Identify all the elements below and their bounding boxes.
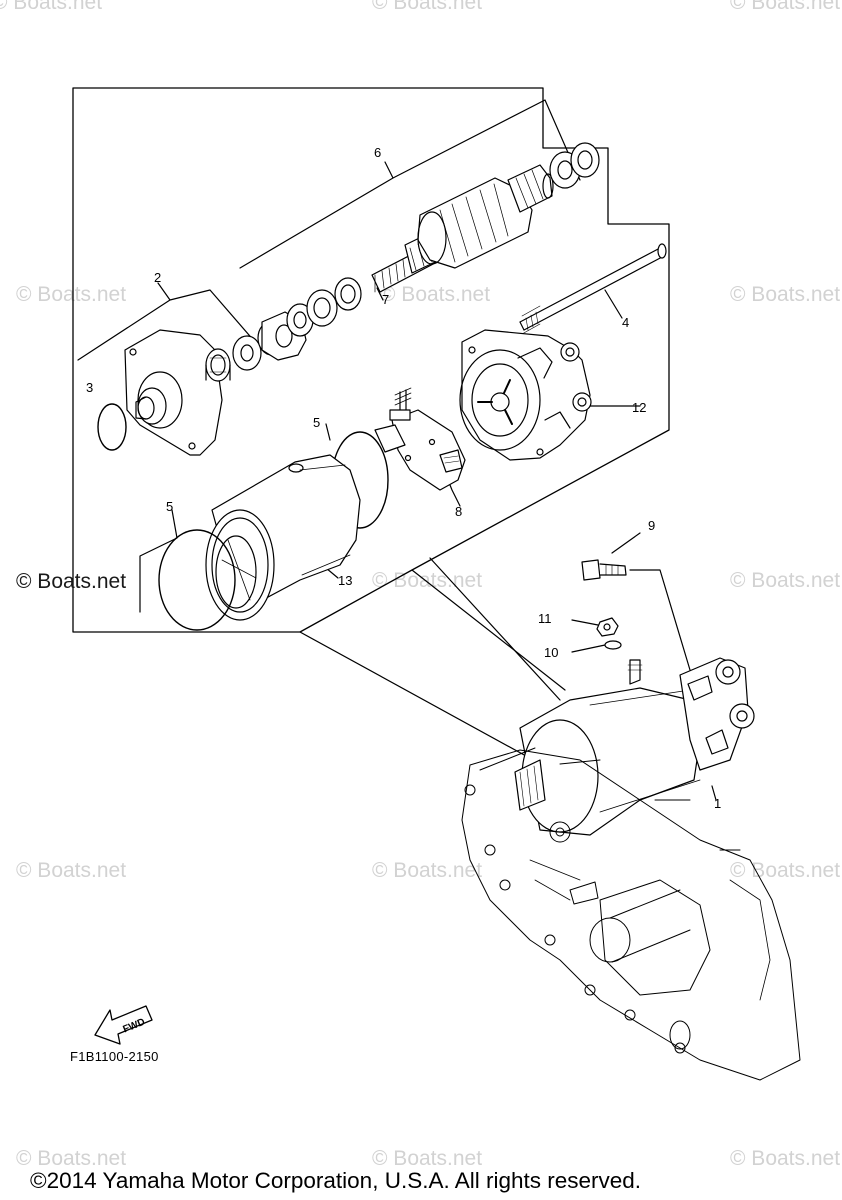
yoke bbox=[205, 454, 361, 621]
leader-11 bbox=[571, 619, 599, 626]
leader-1 bbox=[711, 785, 717, 801]
leader-5a bbox=[325, 423, 331, 441]
watermark: © Boats.net bbox=[372, 569, 483, 592]
leader-5b bbox=[139, 509, 178, 613]
washer bbox=[334, 277, 362, 311]
callout-5-upper: 5 bbox=[313, 415, 321, 430]
watermark: © Boats.net bbox=[0, 0, 103, 14]
callout-3: 3 bbox=[86, 380, 94, 395]
copyright-notice: ©2014 Yamaha Motor Corporation, U.S.A. A… bbox=[30, 1168, 642, 1193]
callout-10: 10 bbox=[544, 645, 559, 660]
leader-box-pointer bbox=[411, 569, 566, 691]
leader-10 bbox=[571, 644, 606, 653]
rear-cover bbox=[459, 329, 592, 461]
callout-1: 1 bbox=[714, 796, 722, 811]
o-ring-3 bbox=[97, 403, 127, 451]
callout-2: 2 bbox=[154, 270, 162, 285]
callout-12: 12 bbox=[632, 400, 647, 415]
watermark-strong: © Boats.net bbox=[16, 570, 127, 593]
washer bbox=[306, 289, 338, 327]
watermark: © Boats.net bbox=[372, 859, 483, 882]
callout-11: 11 bbox=[538, 611, 552, 626]
callout-6: 6 bbox=[374, 145, 382, 160]
washer bbox=[232, 335, 262, 371]
nut-11 bbox=[596, 617, 619, 637]
engine-case bbox=[461, 747, 801, 1081]
watermark: © Boats.net bbox=[380, 283, 491, 306]
through-bolt bbox=[519, 243, 667, 335]
callout-5-lower: 5 bbox=[166, 499, 174, 514]
fwd-arrow-icon bbox=[94, 1005, 153, 1045]
armature bbox=[371, 164, 554, 293]
watermark: © Boats.net bbox=[16, 859, 127, 882]
callout-13: 13 bbox=[338, 573, 353, 588]
leader-7 bbox=[376, 287, 384, 301]
callout-8: 8 bbox=[455, 504, 463, 519]
watermark: © Boats.net bbox=[372, 1147, 483, 1170]
leader-2 bbox=[77, 282, 263, 361]
bearing bbox=[205, 348, 231, 382]
leader-9 bbox=[611, 532, 641, 554]
watermark: © Boats.net bbox=[730, 569, 841, 592]
watermark: © Boats.net bbox=[730, 1147, 841, 1170]
watermark: © Boats.net bbox=[730, 283, 841, 306]
callout-7: 7 bbox=[382, 292, 390, 307]
front-cover bbox=[124, 329, 223, 456]
watermark: © Boats.net bbox=[372, 0, 483, 14]
watermark: © Boats.net bbox=[730, 0, 841, 14]
callout-4: 4 bbox=[622, 315, 630, 330]
leader-4 bbox=[604, 289, 623, 319]
brush-holder bbox=[374, 387, 466, 491]
washer-10 bbox=[604, 640, 622, 650]
leader-9-bolt bbox=[629, 569, 691, 671]
diagram-code: F1B1100-2150 bbox=[70, 1049, 159, 1064]
bolt-9 bbox=[581, 559, 627, 581]
watermark: © Boats.net bbox=[16, 1147, 127, 1170]
assembly-box-outline bbox=[72, 87, 670, 633]
washer bbox=[570, 142, 600, 178]
callout-9: 9 bbox=[648, 518, 656, 533]
starter-motor-assembly bbox=[514, 657, 755, 836]
watermark: © Boats.net bbox=[16, 283, 127, 306]
o-ring-5-lower bbox=[158, 529, 236, 631]
watermark: © Boats.net bbox=[730, 859, 841, 882]
